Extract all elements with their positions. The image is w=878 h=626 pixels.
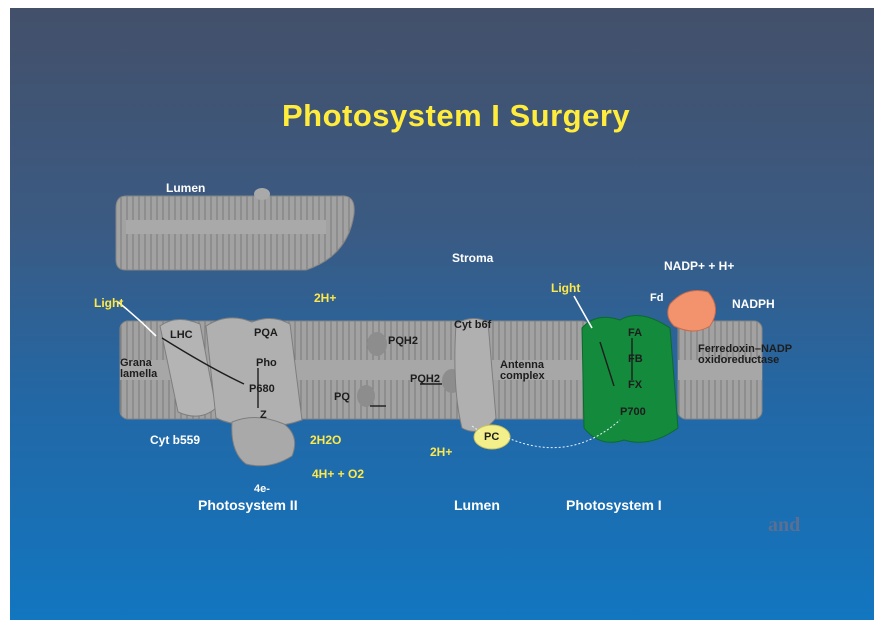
page-title: Photosystem I Surgery (282, 100, 630, 131)
nadph-label: NADPH (732, 298, 775, 310)
fnr-label: Ferredoxin–NADP oxidoreductase (698, 344, 830, 366)
oxygen-label: 4H+ + O2 (312, 468, 364, 480)
z-label: Z (260, 410, 267, 421)
fd-label: Fd (650, 293, 663, 304)
p680-label: P680 (249, 384, 275, 395)
fb-label: FB (628, 354, 643, 365)
lhc-label: LHC (170, 330, 193, 341)
fnr-complex (668, 291, 716, 332)
grana-lamella-label: Grana lamella (120, 358, 166, 380)
pc-label: PC (484, 432, 499, 443)
fa-label: FA (628, 328, 642, 339)
pqh2-mid-label: PQH2 (410, 374, 440, 385)
slide: Photosystem I Surgery Lumen Stroma Light… (10, 8, 874, 620)
electrons-label: 4e- (254, 484, 270, 495)
p700-label: P700 (620, 407, 646, 418)
fx-label: FX (628, 380, 642, 391)
photosystem-i-label: Photosystem I (566, 498, 662, 512)
cyt-b6f-label: Cyt b6f (454, 320, 491, 331)
stroma-label: Stroma (452, 252, 493, 264)
cyt-b559-label: Cyt b559 (150, 434, 200, 446)
lumen-top-label: Lumen (166, 182, 205, 194)
antenna-complex-label: Antenna complex (500, 360, 570, 382)
proton-lumen-label: 2H+ (430, 446, 452, 458)
water-label: 2H2O (310, 434, 341, 446)
pqh2-top-label: PQH2 (388, 336, 418, 347)
proton-top-label: 2H+ (314, 292, 336, 304)
corner-logo: and (768, 515, 800, 535)
pq-label: PQ (334, 392, 350, 403)
light-left-label: Light (94, 297, 123, 309)
pqa-label: PQA (254, 328, 278, 339)
photosystem-ii-label: Photosystem II (198, 498, 298, 512)
light-right-label: Light (551, 282, 580, 294)
pheo-label: Pho (256, 358, 277, 369)
nadp-h-label: NADP+ + H+ (664, 260, 734, 272)
upper-thylakoid-stack (116, 188, 354, 270)
lumen-bottom-label: Lumen (454, 498, 500, 512)
